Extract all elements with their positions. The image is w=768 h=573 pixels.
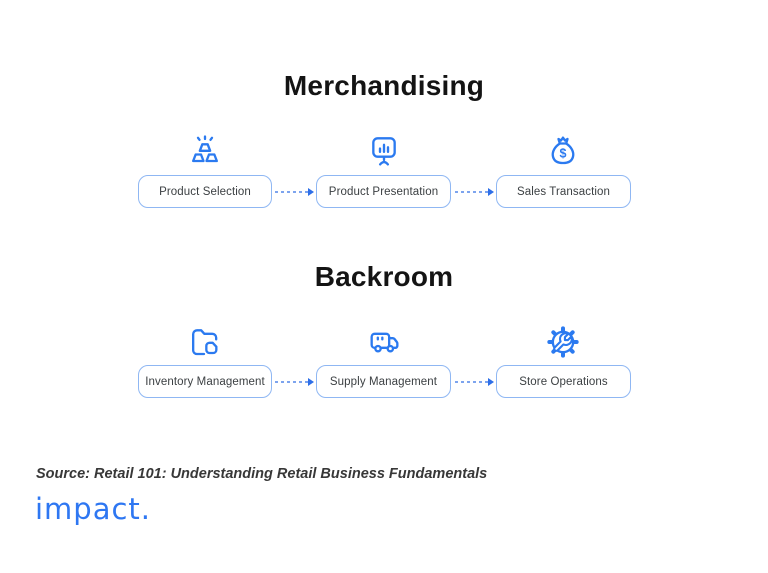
- gold-bars-icon: [183, 130, 227, 174]
- truck-icon: [362, 320, 406, 364]
- arrow-head: [488, 378, 494, 386]
- step-label: Product Selection: [159, 185, 251, 198]
- money-bag-icon: $: [541, 130, 585, 174]
- arrow-head: [308, 188, 314, 196]
- presentation-chart-icon: [362, 130, 406, 174]
- flow-arrow: [275, 377, 314, 387]
- section-title-backroom: Backroom: [314, 261, 454, 292]
- step-supply-management: Supply Management: [316, 365, 451, 398]
- arrow-line: [275, 381, 308, 383]
- arrow-head: [488, 188, 494, 196]
- source-attribution: Source: Retail 101: Understanding Retail…: [36, 466, 488, 482]
- step-label: Sales Transaction: [516, 185, 611, 198]
- section-title-merchandising: Merchandising: [283, 70, 485, 101]
- step-sales-transaction: Sales Transaction: [496, 175, 631, 208]
- arrow-line: [275, 191, 308, 193]
- dollar-symbol: $: [560, 146, 567, 160]
- step-product-presentation: Product Presentation: [316, 175, 451, 208]
- step-store-operations: Store Operations: [496, 365, 631, 398]
- step-label: Supply Management: [329, 375, 438, 388]
- step-label: Store Operations: [519, 375, 608, 388]
- step-product-selection: Product Selection: [138, 175, 272, 208]
- step-label: Product Presentation: [328, 185, 439, 198]
- arrow-line: [455, 191, 488, 193]
- flow-arrow: [455, 187, 494, 197]
- step-label: Inventory Management: [145, 375, 265, 388]
- flow-arrow: [455, 377, 494, 387]
- step-inventory-management: Inventory Management: [138, 365, 272, 398]
- flow-arrow: [275, 187, 314, 197]
- arrow-head: [308, 378, 314, 386]
- gear-wrench-icon: [541, 320, 585, 364]
- folder-icon: [183, 320, 227, 364]
- impact-logo: impact.: [35, 492, 152, 526]
- arrow-line: [455, 381, 488, 383]
